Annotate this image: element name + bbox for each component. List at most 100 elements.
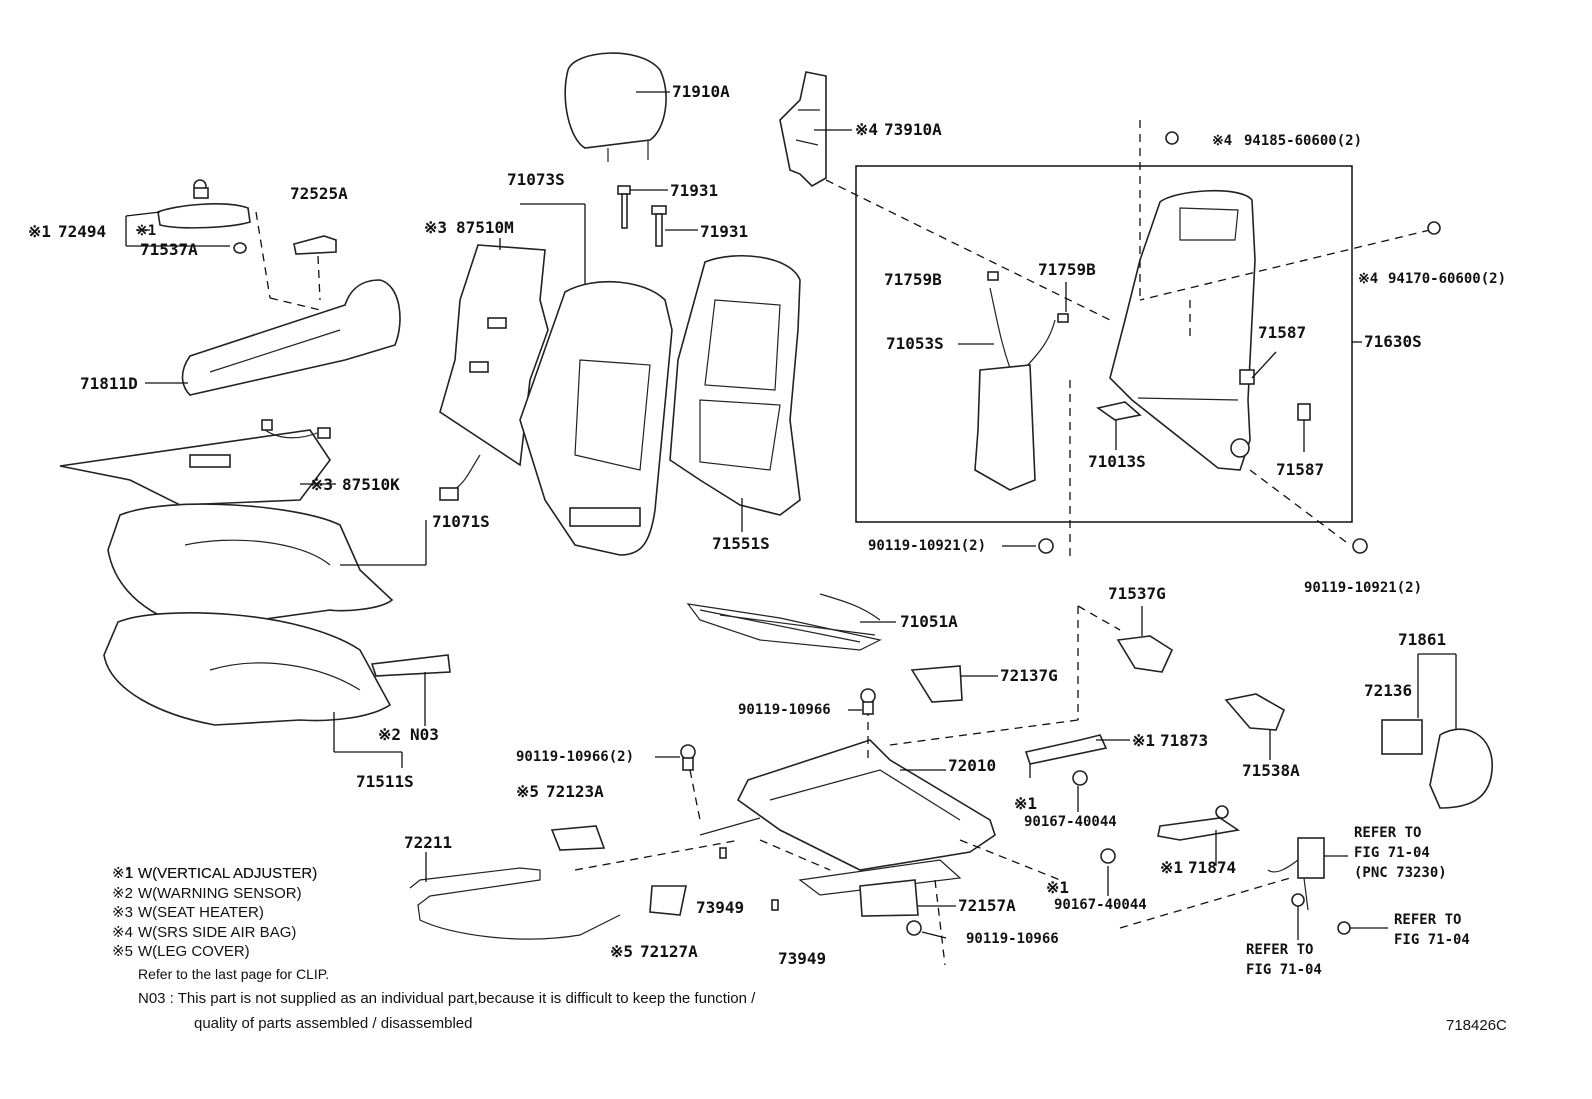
- callout-71073S: 71073S: [507, 170, 565, 189]
- refer-fig-label: FIG 71-04: [1394, 932, 1470, 948]
- marker-warning-sensor: ※2: [378, 725, 402, 744]
- refer-fig-label: FIG 71-04: [1246, 962, 1322, 978]
- callout-71759B: 71759B: [1038, 260, 1096, 279]
- marker-srs-airbag: ※4: [1358, 271, 1379, 287]
- seat-belt-buckle-drawing: [1267, 837, 1351, 935]
- callout-71873: 71873: [1160, 731, 1209, 750]
- legend-text: W(WARNING SENSOR): [138, 885, 302, 902]
- callout-72127A: 72127A: [640, 942, 698, 961]
- callout-90119-10921: 90119-10921(2): [868, 538, 987, 554]
- marker-seat-heater: ※3: [424, 218, 448, 237]
- callout-90119-10966: 90119-10966: [966, 931, 1059, 947]
- marker-vertical-adjuster: ※1: [28, 222, 52, 241]
- bracket-71538a-drawing: [1224, 693, 1286, 731]
- callout-90167-40044: 90167-40044: [1024, 814, 1117, 830]
- marker-srs-airbag: ※4: [855, 120, 879, 139]
- back-frame-drawing: [1109, 189, 1256, 471]
- callout-72525A: 72525A: [290, 184, 348, 203]
- legend-mark: ※3: [112, 904, 133, 921]
- legend-mark: ※1: [112, 865, 133, 882]
- seat-adjuster-drawing: [699, 739, 996, 896]
- legend-text: W(SEAT HEATER): [138, 904, 264, 921]
- callout-71759B: 71759B: [884, 270, 942, 289]
- callout-71910A: 71910A: [672, 82, 730, 101]
- bolts-drawing: [680, 538, 1368, 936]
- callout-73910A: 73910A: [884, 120, 942, 139]
- cover-72137g-drawing: [910, 665, 963, 703]
- side-airbag-drawing: [779, 71, 827, 187]
- legend-mark: ※1: [112, 864, 135, 882]
- legend-text: W(LEG COVER): [138, 943, 250, 960]
- callout-71551S: 71551S: [712, 534, 770, 553]
- callout-71874: 71874: [1188, 858, 1237, 877]
- headrest-drawing: [564, 52, 667, 162]
- refer-to-label: REFER TO: [1354, 825, 1422, 841]
- armrest-parts-drawing: [157, 179, 401, 396]
- legend-text: W(VERTICAL ADJUSTER): [138, 865, 318, 882]
- callout-71587: 71587: [1276, 460, 1325, 479]
- callout-71013S: 71013S: [1088, 452, 1146, 471]
- legend-mark: ※4: [112, 924, 133, 941]
- lumbar-drawing: [974, 287, 1056, 491]
- callout-90167-40044: 90167-40044: [1054, 897, 1147, 913]
- seat-spring-drawing: [686, 593, 882, 651]
- callout-90119-10966: 90119-10966(2): [516, 749, 635, 765]
- back-heater-mat-drawing: [439, 244, 549, 501]
- bracket-71537g-drawing: [1116, 635, 1174, 673]
- callout-71051A: 71051A: [900, 612, 958, 631]
- callout-72123A: 72123A: [546, 782, 604, 801]
- seat-back-pad-drawing: [519, 280, 673, 556]
- callout-71630S: 71630S: [1364, 332, 1422, 351]
- callout-71931: 71931: [700, 222, 749, 241]
- warning-sensor-drawing: [370, 654, 451, 677]
- callout-94170-60600: 94170-60600(2): [1388, 271, 1507, 287]
- figure-id: 718426C: [1446, 1017, 1507, 1034]
- callout-72136: 72136: [1364, 681, 1413, 700]
- refer-pnc-label: (PNC 73230): [1354, 865, 1447, 881]
- callout-72137G: 72137G: [1000, 666, 1058, 685]
- small-clips-drawing: [987, 271, 1311, 421]
- callout-90119-10966: 90119-10966: [738, 702, 831, 718]
- callout-72157A: 72157A: [958, 896, 1016, 915]
- callout-72010: 72010: [948, 756, 997, 775]
- callout-N03: N03: [410, 725, 439, 744]
- callout-71587: 71587: [1258, 323, 1307, 342]
- callout-71071S: 71071S: [432, 512, 490, 531]
- marker-vertical-adjuster: ※1: [1160, 858, 1184, 877]
- headrest-support-drawing: [617, 185, 667, 247]
- callout-71811D: 71811D: [80, 374, 138, 393]
- callout-90119-10921: 90119-10921(2): [1304, 580, 1423, 596]
- clip-note: Refer to the last page for CLIP.: [138, 966, 330, 982]
- callout-73949: 73949: [778, 949, 827, 968]
- legend-mark: ※5: [112, 943, 133, 960]
- callout-71511S: 71511S: [356, 772, 414, 791]
- cushion-cover-drawing: [107, 503, 394, 629]
- callout-87510M: 87510M: [456, 218, 514, 237]
- marker-vertical-adjuster: ※1: [136, 223, 157, 239]
- callout-71537A: 71537A: [140, 240, 198, 259]
- callout-71537G: 71537G: [1108, 584, 1166, 603]
- legend-mark: ※2: [112, 885, 133, 902]
- legend-text: W(VERTICAL ADJUSTER): [138, 865, 318, 882]
- side-shield-drawing: [1381, 719, 1493, 809]
- marker-vertical-adjuster: ※1: [1046, 878, 1070, 897]
- refer-to-label: REFER TO: [1394, 912, 1462, 928]
- callout-72211: 72211: [404, 833, 453, 852]
- n03-note-line1: N03 : This part is not supplied as an in…: [138, 990, 756, 1007]
- callout-71861: 71861: [1398, 630, 1447, 649]
- marker-vertical-adjuster: ※1: [1132, 731, 1156, 750]
- callout-72494: 72494: [58, 222, 107, 241]
- seat-back-cover-drawing: [669, 254, 801, 516]
- refer-fig-label: FIG 71-04: [1354, 845, 1430, 861]
- cushion-heater-mat-drawing: [59, 419, 331, 506]
- adjuster-link-drawing: [1024, 734, 1241, 841]
- marker-srs-airbag: ※4: [1212, 133, 1233, 149]
- n03-note-line2: quality of parts assembled / disassemble…: [194, 1015, 473, 1032]
- marker-vertical-adjuster: ※1: [1014, 794, 1038, 813]
- callout-87510K: 87510K: [342, 475, 400, 494]
- callout-71053S: 71053S: [886, 334, 944, 353]
- callout-71931: 71931: [670, 181, 719, 200]
- marker-seat-heater: ※3: [310, 475, 334, 494]
